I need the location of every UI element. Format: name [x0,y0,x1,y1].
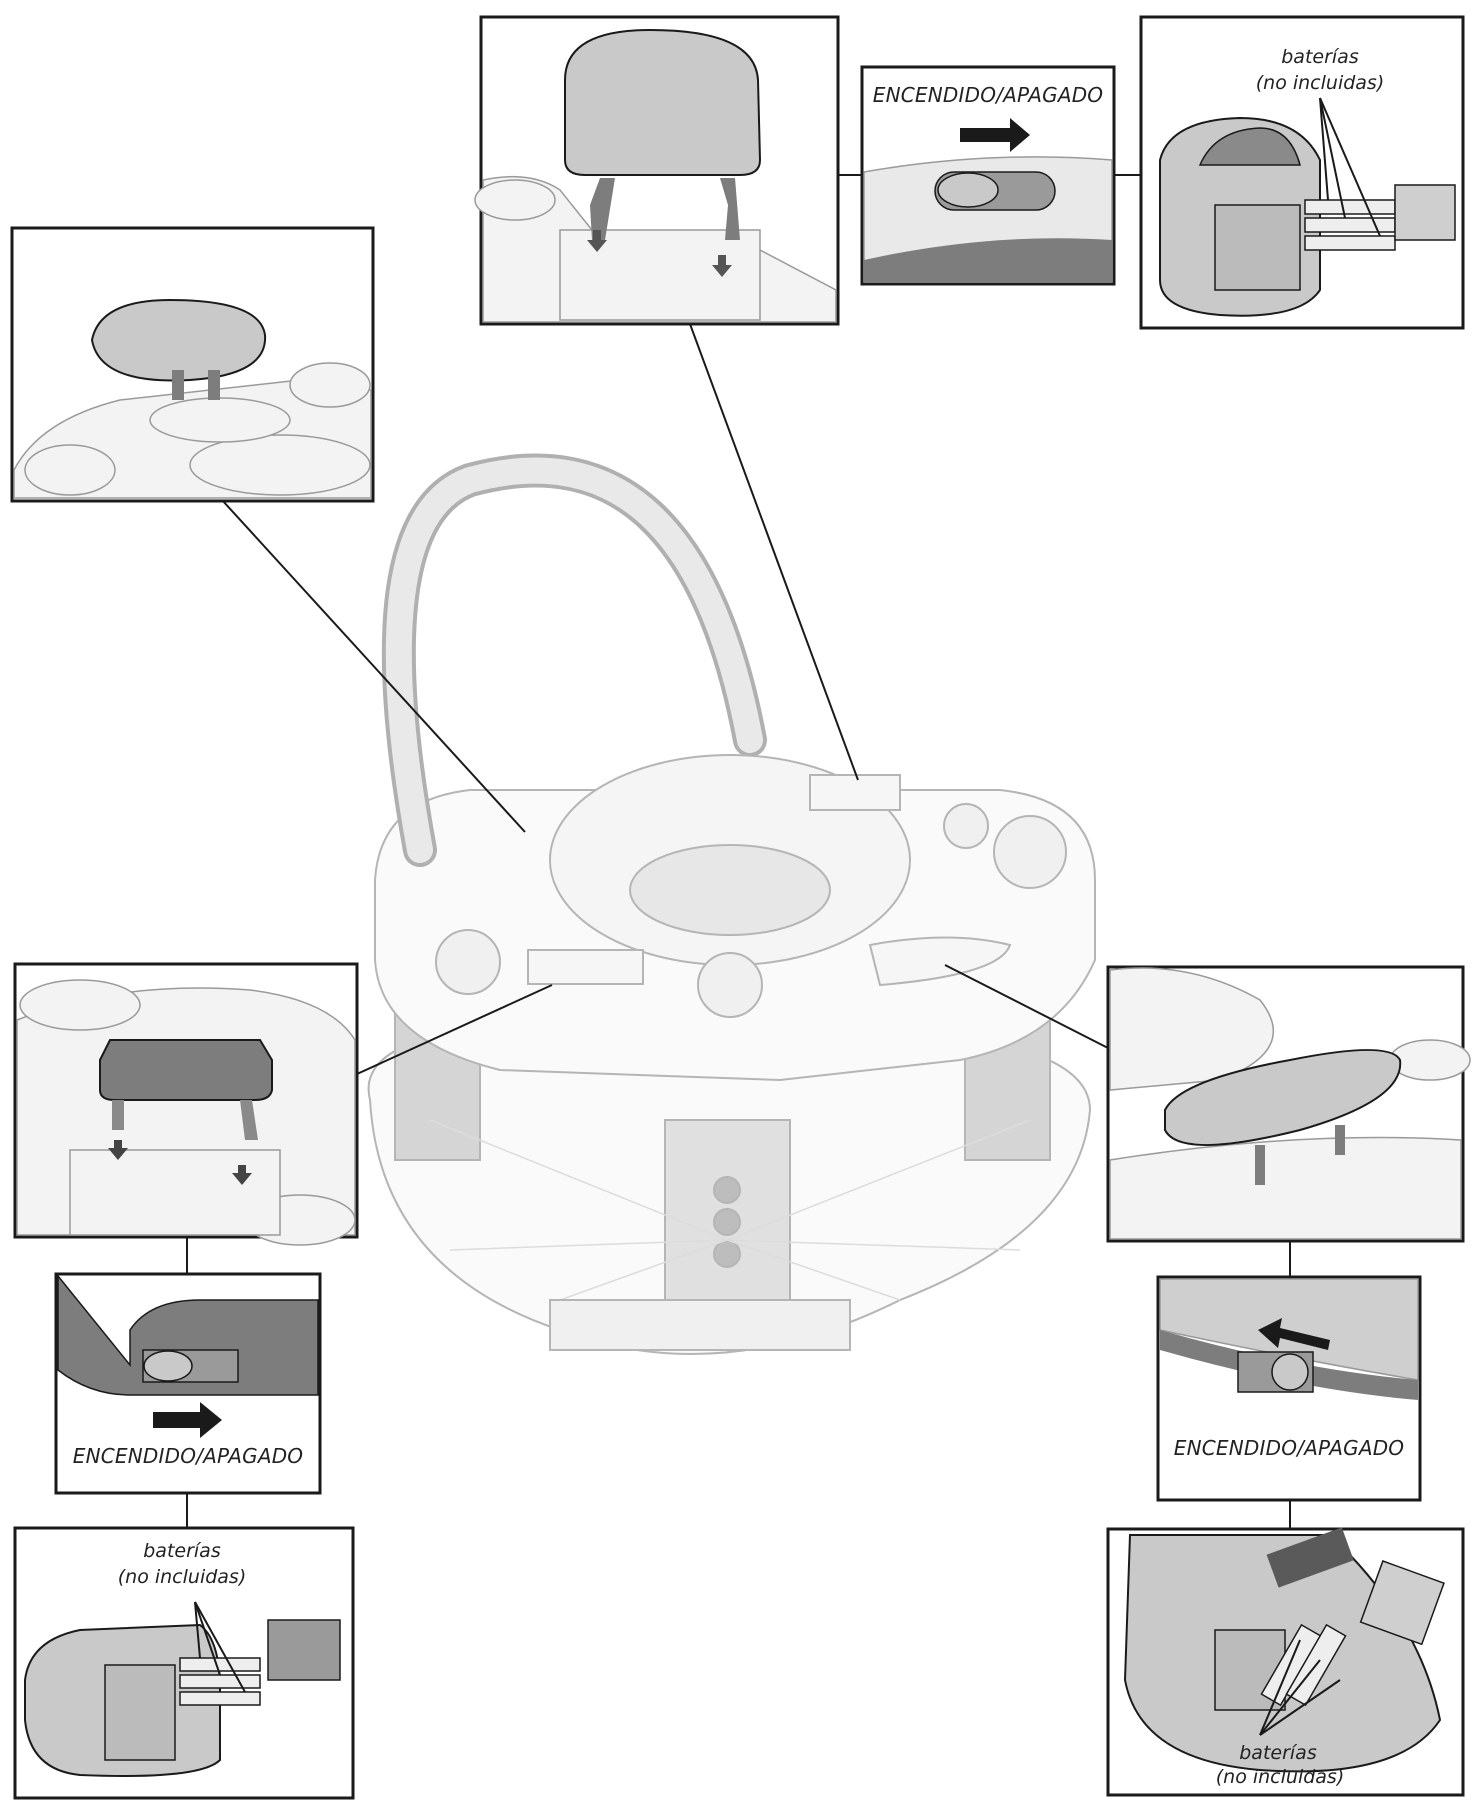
not-included-label-bottom-right: (no incluidas) [1215,1766,1345,1788]
panel-switch-left [54,1272,322,1495]
on-off-label-right: ENCENDIDO/APAGADO [1173,1436,1405,1460]
arrow-left-icon [1258,1318,1330,1350]
panel-toy-insert-middle-right [1106,965,1471,1243]
on-off-label-top: ENCENDIDO/APAGADO [872,83,1104,107]
batteries-label-bottom-right: baterías [1239,1742,1317,1764]
batteries-label-bottom-left: baterías [143,1540,221,1562]
panel-switch-top [860,65,1116,286]
panel-battery-top-right [1139,15,1465,330]
panel-battery-bottom-left [13,1526,355,1800]
panel-toy-insert-top-center [474,15,840,326]
panel-switch-right [1156,1275,1422,1502]
batteries-label-top-right: baterías [1281,46,1359,68]
arrow-right-icon [960,118,1030,152]
arrow-right-icon [153,1402,222,1438]
activity-center-main [367,453,1096,1355]
panel-toy-insert-top-left [10,226,375,503]
panel-battery-bottom-right [1106,1527,1465,1797]
not-included-label-top-right: (no incluidas) [1255,72,1385,94]
callout-lines [186,174,1291,1529]
panel-toy-insert-middle-left [13,962,359,1246]
on-off-label-left: ENCENDIDO/APAGADO [72,1444,304,1468]
not-included-label-bottom-left: (no incluidas) [117,1566,247,1588]
